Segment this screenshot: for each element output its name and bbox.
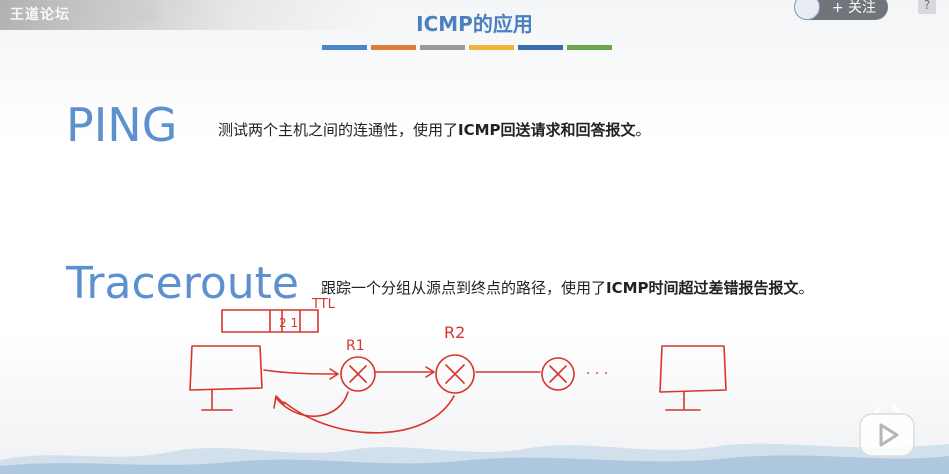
color-bar-5 [518,45,563,50]
bottom-wave-decoration [0,443,949,474]
traceroute-desc-suffix: 。 [798,279,814,297]
help-icon[interactable]: ? [918,0,936,14]
color-bar-4 [469,45,514,50]
router-r1-icon [340,356,376,392]
follow-label: + 关注 [831,0,876,16]
ping-desc-suffix: 。 [635,121,651,139]
router-r3-icon [541,357,575,391]
play-button-icon[interactable] [856,404,918,460]
color-bar-6 [567,45,612,50]
router-r2-label: R2 [444,323,465,342]
traceroute-desc-prefix: 跟踪一个分组从源点到终点的路径，使用了 [321,279,607,297]
ping-description: 测试两个主机之间的连通性，使用了ICMP回送请求和回答报文。 [218,119,651,140]
ellipsis-label: · · · [586,366,608,382]
handwritten-network-sketch: 2 1 TTL R1 R2 · · · [189,297,727,434]
packet-fields-label: 2 1 [279,316,298,330]
traceroute-description: 跟踪一个分组从源点到终点的路径，使用了ICMP时间超过差错报告报文。 [321,277,814,298]
channel-logo-icon[interactable] [794,0,820,20]
color-bar-3 [420,45,465,50]
destination-host-icon [659,345,727,393]
router-r2-icon [435,354,475,394]
ping-heading: PING [66,98,178,152]
ping-desc-prefix: 测试两个主机之间的连通性，使用了 [218,121,459,139]
color-bar-2 [371,45,416,50]
watermark-blur [98,4,158,22]
watermark: 王道论坛 [10,7,70,23]
traceroute-desc-bold: ICMP时间超过差错报告报文 [606,279,799,297]
ping-desc-bold: ICMP回送请求和回答报文 [458,121,636,139]
slide-title: ICMP的应用 [416,12,533,36]
ttl-label: TTL [311,297,336,312]
traceroute-heading: Traceroute [66,258,299,309]
source-host-icon [189,345,263,391]
top-overlay [0,0,949,30]
router-r1-label: R1 [346,338,365,354]
color-bar-1 [322,45,367,50]
